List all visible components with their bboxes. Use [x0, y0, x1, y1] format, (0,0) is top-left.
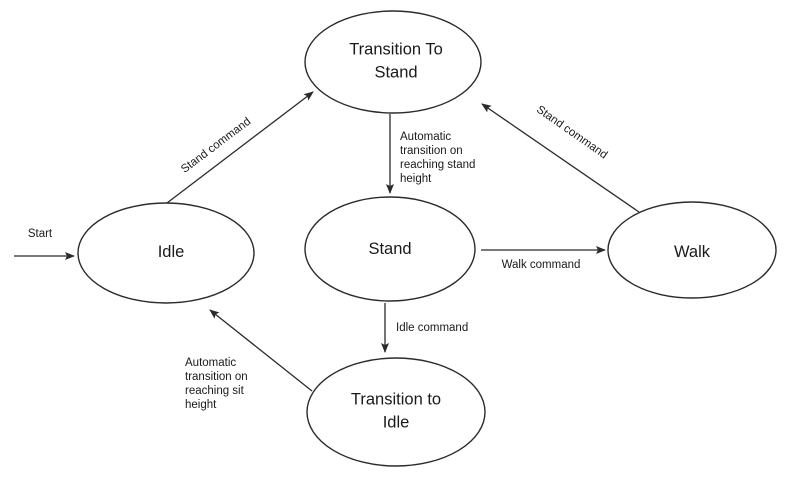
entry-point-layer: Start — [14, 228, 75, 260]
edge-label-line: Automatic — [400, 131, 451, 143]
edge-label-line: Automatic — [185, 357, 236, 369]
edge-label-line: transition on — [185, 371, 248, 383]
edge-label-line: height — [400, 173, 432, 185]
state-ellipse[interactable] — [304, 10, 482, 114]
state-label-line: Stand — [368, 240, 411, 258]
state-node-transition-to-idle[interactable]: Transition to Idle — [306, 357, 486, 467]
state-label: Stand — [368, 240, 411, 258]
edge-idle-to-transition-to-stand: Stand command — [166, 91, 314, 204]
state-ellipse[interactable] — [77, 202, 255, 304]
state-label: Transition To Stand — [349, 41, 443, 82]
edge-label: Stand command — [534, 104, 609, 162]
edge-stand-to-walk: Walk command — [481, 246, 606, 271]
edge-label-line: Walk command — [502, 259, 581, 271]
state-label-line: Idle — [383, 414, 410, 432]
edge-label-line: reaching sit — [185, 385, 245, 397]
edge-label: Idle command — [396, 322, 468, 334]
state-ellipse[interactable] — [304, 196, 476, 302]
edge-label-line: Stand command — [534, 104, 609, 162]
edge-label-line: Idle command — [396, 322, 468, 334]
entry-point: Start — [14, 228, 75, 260]
start-label: Start — [28, 228, 53, 240]
state-label: Walk — [674, 243, 711, 261]
edge-stand-to-transition-to-idle: Idle command — [381, 303, 468, 353]
edge-label-line: reaching stand — [400, 159, 475, 171]
edge-label-line: transition on — [400, 145, 463, 157]
edge-arrow — [166, 91, 314, 204]
state-node-transition-to-stand[interactable]: Transition To Stand — [304, 10, 482, 114]
edge-transition-to-stand-to-stand: Automatic transition on reaching stand heig… — [386, 114, 475, 194]
edge-arrow — [209, 309, 313, 392]
state-label-line: Idle — [158, 243, 185, 261]
state-label-line: Walk — [674, 243, 711, 261]
edge-label: Automatic transition on reaching stand heig… — [400, 131, 475, 185]
state-label: Transition to Idle — [351, 391, 441, 432]
state-label-line: Transition To — [349, 41, 443, 59]
state-node-idle[interactable]: Idle — [77, 202, 255, 304]
edge-label: Walk command — [502, 259, 581, 271]
state-node-walk[interactable]: Walk — [607, 201, 777, 299]
edge-label-line: height — [185, 399, 217, 411]
edge-transition-to-idle-to-idle: Automatic transition on reaching sit height — [185, 309, 313, 411]
state-label: Idle — [158, 243, 185, 261]
state-ellipse[interactable] — [607, 201, 777, 299]
state-node-stand[interactable]: Stand — [304, 196, 476, 302]
edge-walk-to-transition-to-stand: Stand command — [481, 103, 640, 213]
state-label-line: Transition to — [351, 391, 441, 409]
edge-label: Automatic transition on reaching sit height — [185, 357, 248, 411]
state-label-line: Stand — [374, 64, 417, 82]
edge-arrow — [481, 103, 640, 213]
state-ellipse[interactable] — [306, 357, 486, 467]
